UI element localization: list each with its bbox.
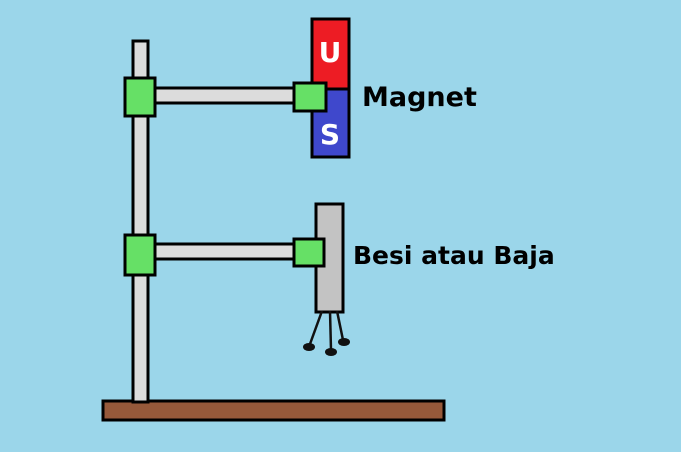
filing-dot: [338, 338, 350, 346]
iron-clamp: [292, 237, 326, 268]
magnet-south-letter: S: [320, 118, 340, 151]
filing-strand: [335, 310, 345, 341]
filing-strand: [308, 310, 324, 345]
magnet-clamp: [292, 81, 328, 113]
filing-dot: [303, 343, 315, 351]
pole-clamp-upper: [123, 76, 157, 118]
magnet-north-letter: U: [319, 36, 342, 69]
stand-base: [101, 399, 446, 422]
bar-magnet: U S: [310, 17, 351, 159]
stand-pole: [131, 39, 150, 404]
iron-label: Besi atau Baja: [353, 241, 555, 270]
upper-arm: [152, 86, 298, 105]
filing-dot: [325, 348, 337, 356]
magnet-south-pole: [310, 87, 351, 159]
magnet-north-pole: [310, 17, 351, 91]
magnet-label: Magnet: [362, 82, 477, 113]
iron-filings: [308, 310, 345, 351]
pole-clamp-lower: [123, 233, 157, 277]
filing-strand: [328, 310, 333, 351]
lower-arm: [152, 242, 298, 261]
